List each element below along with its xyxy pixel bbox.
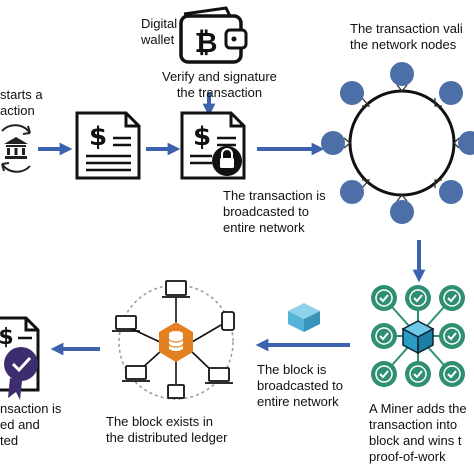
miner-check-grid xyxy=(371,285,465,387)
miner-label-line2: transaction into xyxy=(369,417,458,432)
distributed-ledger-icon xyxy=(112,280,235,400)
signed-document-icon: $ xyxy=(180,111,246,180)
done-label-line1: nsaction is xyxy=(0,401,62,416)
checkmark-icon xyxy=(371,285,465,387)
certificate-icon: $ xyxy=(0,316,40,400)
miner-label-line4: proof-of-work xyxy=(369,449,446,464)
miner-label-line1: A Miner adds the xyxy=(369,401,467,416)
ledger-label-line2: the distributed ledger xyxy=(106,430,228,445)
validated-label-line1: The transaction vali xyxy=(350,21,463,36)
broadcast-transaction-label-line2: broadcasted to xyxy=(223,204,310,219)
broadcast-transaction-label-line1: The transaction is xyxy=(223,188,326,203)
node-network-icon xyxy=(321,62,474,224)
bitcoin-wallet-icon: ₿ xyxy=(179,6,248,64)
svg-text:$: $ xyxy=(0,325,14,350)
block-cube-icon xyxy=(288,303,320,332)
done-label-line2: ed and xyxy=(0,417,40,432)
digital-wallet-label-line2: wallet xyxy=(141,32,175,47)
svg-text:$: $ xyxy=(193,122,211,152)
verify-label-line2: the transaction xyxy=(176,85,263,100)
broadcast-block-label-line2: broadcasted to xyxy=(257,378,344,393)
bank-icon xyxy=(1,124,31,173)
broadcast-block-label: The block is broadcasted to entire netwo… xyxy=(257,362,343,410)
block-cube-icon xyxy=(401,320,435,355)
miner-label-line3: block and wins t xyxy=(369,433,462,448)
verify-label-line1: Verify and signature xyxy=(162,69,277,84)
svg-text:$: $ xyxy=(89,122,107,152)
document-icon: $ xyxy=(75,111,141,180)
broadcast-transaction-label: The transaction is broadcasted to entire… xyxy=(223,188,326,236)
broadcast-block-label-line1: The block is xyxy=(257,362,327,377)
flow-arrows xyxy=(38,92,426,356)
digital-wallet-label-line1: Digital xyxy=(141,16,178,31)
digital-wallet-label: Digital wallet xyxy=(141,16,177,48)
starts-label: starts a action xyxy=(0,87,43,119)
validated-label-line2: the network nodes xyxy=(350,37,457,52)
starts-label-line1: starts a xyxy=(0,87,43,102)
validated-label: The transaction vali the network nodes xyxy=(350,21,463,53)
svg-text:₿: ₿ xyxy=(195,26,218,59)
ledger-label-line1: The block exists in xyxy=(106,414,213,429)
broadcast-transaction-label-line3: entire network xyxy=(223,220,305,235)
starts-label-line2: action xyxy=(0,103,35,118)
lock-icon xyxy=(212,146,242,176)
ledger-label: The block exists in the distributed ledg… xyxy=(106,414,227,446)
done-label-line3: ted xyxy=(0,433,19,448)
verify-label: Verify and signature the transaction xyxy=(162,69,277,101)
broadcast-block-label-line3: entire network xyxy=(257,394,339,409)
miner-label: A Miner adds the transaction into block … xyxy=(369,401,467,465)
done-label: nsaction is ed and ted xyxy=(0,401,61,449)
